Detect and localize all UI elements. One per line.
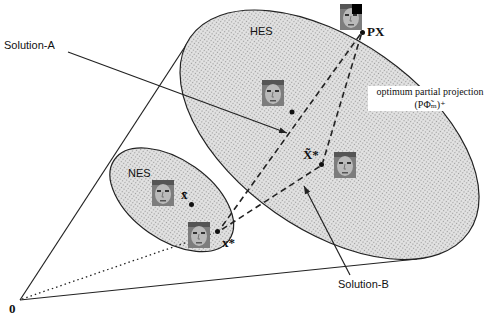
face-image: [188, 222, 210, 248]
dotted-ray: [22, 233, 214, 299]
annotation-holder: 0: [9, 302, 16, 315]
edge-label-holder: optimum partial projection (PΦ̃ₘ)⁺: [368, 86, 492, 111]
dot-outline: [189, 202, 194, 207]
mean-dot: [290, 110, 295, 115]
annotation-holder: Solution-A: [4, 40, 55, 51]
projection-line: [220, 167, 319, 231]
edge-label: optimum partial projection (PΦ̃ₘ)⁺: [368, 86, 492, 111]
region-fill: [136, 0, 493, 310]
leader-arrow: [68, 52, 287, 133]
face-image: [340, 4, 362, 30]
annotation-label: Solution-B: [338, 279, 389, 290]
cone-edge: [20, 259, 417, 300]
region-fill: [92, 127, 253, 273]
point-marker: X̃*: [319, 162, 324, 167]
dot-outline: [319, 162, 324, 167]
projection-line: [323, 35, 362, 163]
region-ellipse: NES x̄ x*: [110, 148, 234, 252]
occlusion-block: [352, 4, 362, 14]
face-image: [262, 80, 284, 106]
face-image: [152, 180, 174, 206]
point-marker: PX: [360, 30, 365, 35]
point-label: PX: [367, 25, 384, 38]
point-dot: [360, 30, 365, 35]
point-dot: [319, 162, 324, 167]
region-label: HES: [250, 26, 273, 37]
point-dot: [189, 202, 194, 207]
annotation-holder: Solution-B: [338, 279, 389, 290]
point-dot: [215, 229, 220, 234]
point-label: x̄: [181, 188, 188, 201]
region-label: NES: [128, 168, 151, 179]
projection-line: [220, 35, 360, 230]
point-marker: x̄: [189, 202, 194, 207]
point-marker: x*: [215, 229, 220, 234]
dot-outline: [215, 229, 220, 234]
point-label: X̃*: [303, 148, 319, 161]
ellipse-outline: [110, 148, 234, 252]
leader-arrow: [304, 186, 350, 275]
point-label: x*: [222, 236, 235, 249]
annotation-label: 0: [9, 302, 16, 315]
face-image: [334, 152, 356, 178]
dot-outline: [360, 30, 365, 35]
annotation-label: Solution-A: [4, 40, 55, 51]
